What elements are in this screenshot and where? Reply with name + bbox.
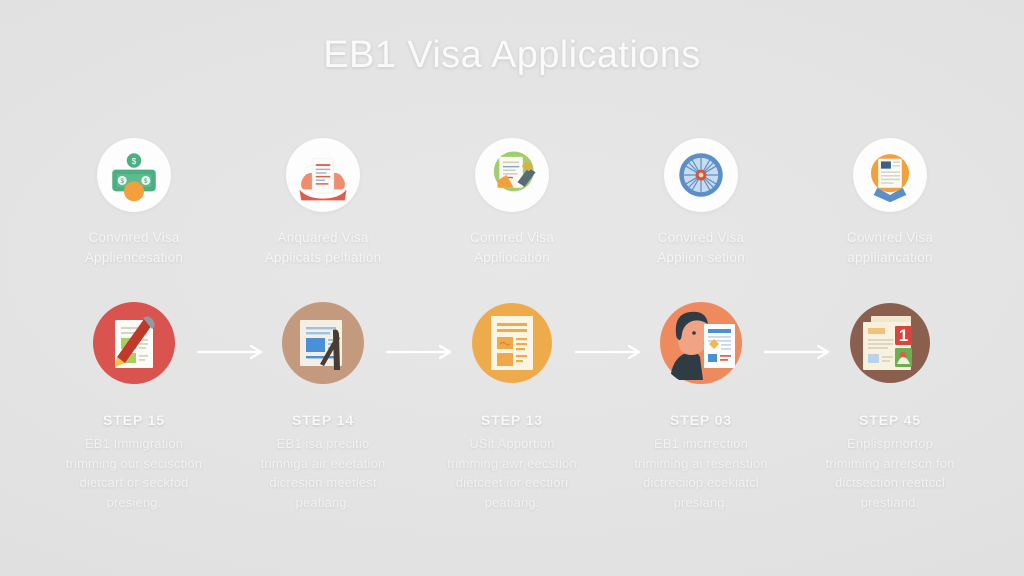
document-pen-blue-icon (280, 300, 366, 386)
step-item-4[interactable]: STEP 03 EB1 imcrrection trimiming ai res… (607, 300, 795, 512)
step-item-5-step: STEP 45 (858, 412, 922, 428)
top-item-3[interactable]: Connred Visa Appliocation (418, 138, 606, 268)
top-item-5-caption-line1: Cownred Visa (846, 230, 934, 245)
step-item-1-step: STEP 15 (102, 412, 166, 428)
step-item-3-caption-line3: dietceet ior eectiori (455, 475, 569, 490)
money-green-icon: $ $ $ (97, 138, 171, 212)
top-item-5-caption: Cownred Visa applliancation (847, 228, 933, 268)
step-item-2-step: STEP 14 (291, 412, 355, 428)
step-item-3-caption-line4: peatiang. (484, 494, 540, 510)
flag-document-icon (853, 138, 927, 212)
wheel-globe-icon (664, 138, 738, 212)
top-item-4-caption-line1: Convired Visa (657, 230, 745, 245)
step-item-4-caption-line4: presiang. (673, 494, 729, 510)
step-item-2[interactable]: STEP 14 EB1 isa precitio trimniga air ee… (229, 300, 417, 512)
step-item-3-caption-line2: trimming awr eecstion (447, 455, 577, 471)
step-item-3-step: STEP 13 (480, 412, 544, 428)
top-item-1[interactable]: $ $ $ Convnred Visa Appliencesation (40, 138, 228, 268)
top-item-4-caption-line2: Applion setion (657, 250, 745, 265)
document-form-orange-icon (469, 300, 555, 386)
document-pen-red-icon (91, 300, 177, 386)
person-profile-document-icon (658, 300, 744, 386)
step-item-5[interactable]: 1 STEP 45 Enplisprnortop trimiming arrer… (796, 300, 984, 512)
top-item-4-caption: Convired Visa Applion setion (657, 228, 745, 268)
step-item-1-caption-line3: dietcart or seckfod (79, 475, 189, 490)
step-item-5-caption-line1: Enplisprnortop (847, 436, 933, 451)
step-item-2-caption-line4: peatiang. (295, 494, 351, 510)
top-item-3-caption-line2: Appliocation (474, 250, 550, 265)
top-item-4[interactable]: Convired Visa Applion setion (607, 138, 795, 268)
top-icon-row: $ $ $ Convnred Visa Appliencesation (40, 138, 984, 268)
step-item-5-caption-line3: dictsection reettccl (835, 475, 945, 490)
step-item-4-caption-line2: trimiming ai resenstion (634, 455, 768, 471)
document-stamp-icon (475, 138, 549, 212)
svg-text:$: $ (132, 157, 137, 166)
svg-text:$: $ (120, 178, 124, 185)
svg-text:1: 1 (899, 326, 908, 345)
step-item-4-step: STEP 03 (669, 412, 733, 428)
step-item-4-caption-line1: EB1 imcrrection (654, 436, 748, 451)
step-item-1-caption: EB1 Immigration trimming our secisction … (66, 434, 202, 512)
top-item-1-caption: Convnred Visa Appliencesation (85, 228, 183, 268)
top-item-5-caption-line2: applliancation (847, 250, 933, 265)
top-item-5[interactable]: Cownred Visa applliancation (796, 138, 984, 268)
step-item-4-caption-line3: dictreciiop ecekiatcl (643, 475, 759, 490)
step-item-1-caption-line1: EB1 Immigration (84, 436, 184, 451)
step-item-2-caption-line1: EB1 isa precitio (276, 436, 370, 451)
svg-text:$: $ (144, 178, 148, 185)
step-item-2-caption: EB1 isa precitio trimniga air eeetation … (261, 434, 386, 512)
step-item-1-caption-line2: trimming our secisction (65, 455, 203, 471)
top-item-1-caption-line2: Appliencesation (84, 250, 184, 265)
top-item-2-caption: Anquared Visa Applicats pelfiation (265, 228, 382, 268)
top-item-2-caption-line2: Applicats pelfiation (264, 250, 382, 265)
document-badge-one-icon: 1 (847, 300, 933, 386)
step-item-1[interactable]: STEP 15 EB1 Immigration trimming our sec… (40, 300, 228, 512)
top-item-3-caption-line1: Connred Visa (470, 230, 554, 245)
step-item-5-caption: Enplisprnortop trimiming arrerscn fon di… (826, 434, 955, 512)
top-item-2-caption-line1: Anquared Visa (277, 230, 369, 245)
step-item-3-caption: USit Apportion trimming awr eecstion die… (447, 434, 577, 512)
step-item-5-caption-line4: prestiand. (860, 494, 920, 510)
top-item-1-caption-line1: Convnred Visa (88, 230, 180, 245)
step-item-3[interactable]: STEP 13 USit Apportion trimming awr eecs… (418, 300, 606, 512)
step-item-1-caption-line4: presieng. (106, 494, 162, 510)
page-title: EB1 Visa Applications (323, 34, 701, 76)
step-item-2-caption-line3: dicresion meetlest (269, 475, 377, 490)
step-item-4-caption: EB1 imcrrection trimiming ai resenstion … (634, 434, 768, 512)
top-item-2[interactable]: Anquared Visa Applicats pelfiation (229, 138, 417, 268)
hands-holding-document-icon (286, 138, 360, 212)
step-item-5-caption-line2: trimiming arrerscn fon (825, 455, 955, 471)
step-item-2-caption-line2: trimniga air eeetation (260, 455, 386, 471)
bottom-step-row: STEP 15 EB1 Immigration trimming our sec… (40, 300, 984, 512)
top-item-3-caption: Connred Visa Appliocation (470, 228, 554, 268)
step-item-3-caption-line1: USit Apportion (469, 436, 555, 451)
